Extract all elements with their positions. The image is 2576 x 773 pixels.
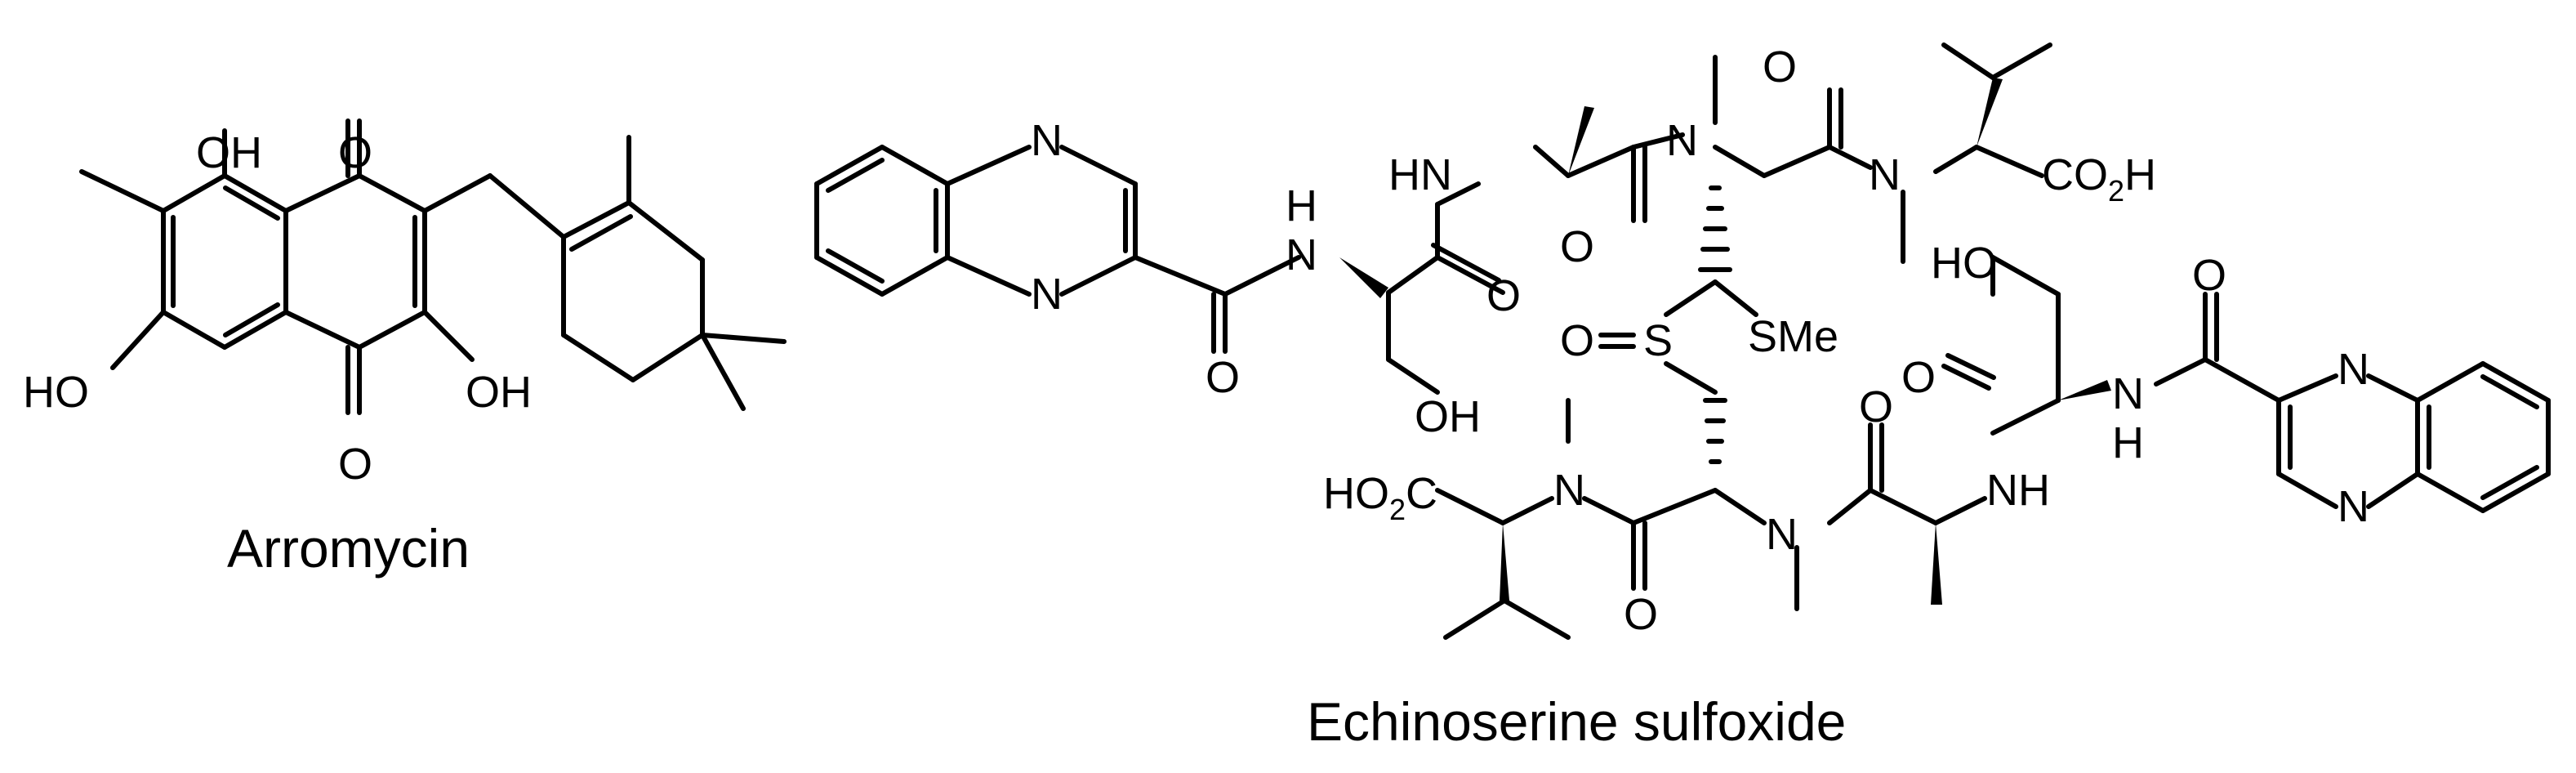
carbonyl-o-1: O <box>1206 353 1240 402</box>
carboxyl-right-h: H <box>2124 150 2156 199</box>
arromycin-oh-top: OH <box>196 128 262 177</box>
carbonyl-o-7: O <box>1624 590 1658 639</box>
arromycin-bonds <box>79 118 787 415</box>
carbonyl-o-4: O <box>1763 42 1797 92</box>
carboxyl-left-c: C <box>1406 469 1437 518</box>
backbone-left-bonds <box>1133 42 2052 395</box>
quinoxaline-left-n1: N <box>1031 116 1063 165</box>
sulfoxide-s: S <box>1643 316 1673 365</box>
amide-nh-right-h: H <box>2112 418 2144 467</box>
carbonyl-o-5: O <box>1901 353 1936 402</box>
quinoxaline-left-n2: N <box>1031 270 1063 319</box>
serine-ho-right: HO <box>1931 239 1997 288</box>
n-methyl-right: N <box>1869 150 1901 199</box>
arromycin-ho-left: HO <box>23 368 89 417</box>
amide-nh-left-n: N <box>1286 230 1317 279</box>
amide-nh-left-h: H <box>1286 181 1317 230</box>
arromycin-oh-right: OH <box>466 368 532 417</box>
n-methyl-bottom-left: N <box>1553 466 1585 515</box>
carboxyl-left-sub: 2 <box>1389 493 1406 526</box>
echinoserine-sulfoxide-structure: N N <box>814 42 2551 752</box>
echinoserine-caption: Echinoserine sulfoxide <box>1307 691 1846 752</box>
arromycin-caption: Arromycin <box>227 518 470 579</box>
amide-nh-bottom: NH <box>1986 466 2050 515</box>
n-methyl-bottom: N <box>1766 510 1798 559</box>
arromycin-o-top: O <box>338 128 372 177</box>
hashed-wedge-top <box>1698 185 1732 272</box>
arromycin-structure: OH O HO OH O Arromycin <box>23 118 787 579</box>
backbone-bottom-bonds <box>1435 398 1987 640</box>
carbonyl-o-2: O <box>1486 271 1521 320</box>
carbonyl-o-8: O <box>1859 382 1893 431</box>
carbonyl-o-6: O <box>2192 251 2226 300</box>
serine-oh-left: OH <box>1415 392 1481 441</box>
hashed-wedge-bottom <box>1703 398 1727 464</box>
quinoxaline-right-n2: N <box>2338 482 2369 531</box>
carboxyl-left-ho: HO <box>1323 469 1389 518</box>
carbonyl-o-3: O <box>1560 222 1594 271</box>
backbone-right-bonds <box>1941 255 2551 513</box>
arromycin-o-bottom: O <box>338 440 372 489</box>
sulfoxide-o: O <box>1560 316 1594 365</box>
carboxyl-right: CO2H <box>2042 150 2156 208</box>
smethyl: SMe <box>1748 312 1838 361</box>
quinoxaline-right-n1: N <box>2338 345 2369 394</box>
carboxyl-left: HO2C <box>1323 469 1437 526</box>
carboxyl-right-sub: 2 <box>2108 174 2124 208</box>
amide-hn-top: HN <box>1388 150 1452 199</box>
carboxyl-right-co: CO <box>2042 150 2108 199</box>
quinoxaline-left <box>814 145 1138 297</box>
amide-nh-right-n: N <box>2112 369 2144 418</box>
n-methyl-top: N <box>1666 116 1698 165</box>
